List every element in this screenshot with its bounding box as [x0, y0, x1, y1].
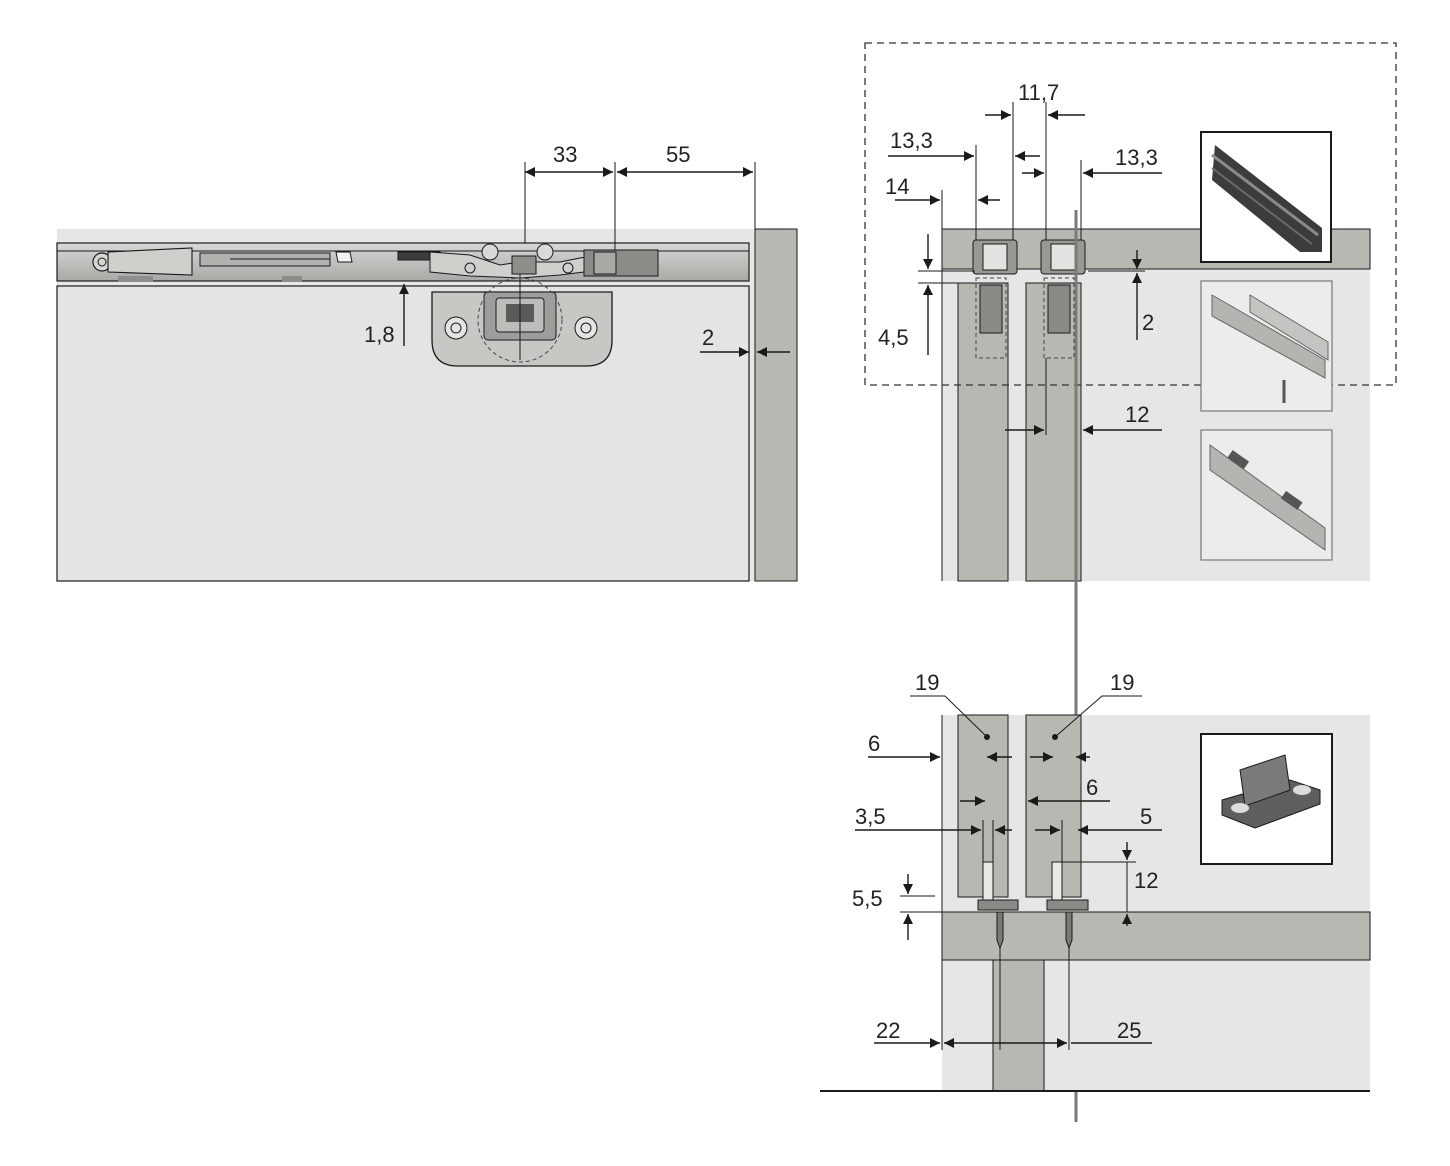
detail-frame — [864, 42, 1397, 386]
double-track-profile-icon — [1200, 280, 1333, 412]
dim-1-8: 1,8 — [364, 322, 395, 347]
dim-3-5: 3,5 — [855, 804, 886, 829]
top-track-profile-icon — [1200, 131, 1332, 263]
floor-guide-icon — [1200, 733, 1333, 865]
dim-19-left: 19 — [915, 670, 939, 695]
dim-22: 22 — [876, 1018, 900, 1043]
dim-19-right: 19 — [1110, 670, 1134, 695]
dim-2-left: 2 — [702, 325, 714, 350]
dim-55: 55 — [666, 142, 690, 167]
dim-13-3-right: 13,3 — [1115, 145, 1158, 170]
top-right-section-view: 11,7 13,3 13,3 14 4,5 2 12 — [864, 42, 1397, 582]
dim-33: 33 — [553, 142, 577, 167]
plinth — [992, 959, 1045, 1092]
track-connector-profile-icon — [1200, 429, 1333, 561]
dim-12-top: 12 — [1125, 402, 1149, 427]
dim-13-3-left: 13,3 — [890, 128, 933, 153]
dim-11-7: 11,7 — [1018, 80, 1059, 105]
dim-5-5: 5,5 — [852, 886, 883, 911]
roller-mounting-plate — [431, 277, 613, 367]
left-front-view: 33 55 1,8 2 — [56, 142, 798, 582]
dim-6-right: 6 — [1086, 775, 1098, 800]
dim-14: 14 — [885, 174, 909, 199]
bottom-panel — [941, 911, 1371, 961]
dim-2-top: 2 — [1142, 310, 1154, 335]
dim-6-left: 6 — [868, 731, 880, 756]
door-panel — [56, 285, 750, 582]
dim-4-5: 4,5 — [878, 325, 909, 350]
dim-25: 25 — [1117, 1018, 1141, 1043]
soft-close-damper — [92, 243, 659, 292]
dim-12-bottom: 12 — [1134, 868, 1158, 893]
dim-5: 5 — [1140, 804, 1152, 829]
bottom-right-section-view: 19 19 6 6 3,5 5 12 5,5 — [820, 670, 1371, 1092]
cabinet-side-panel — [754, 228, 798, 582]
